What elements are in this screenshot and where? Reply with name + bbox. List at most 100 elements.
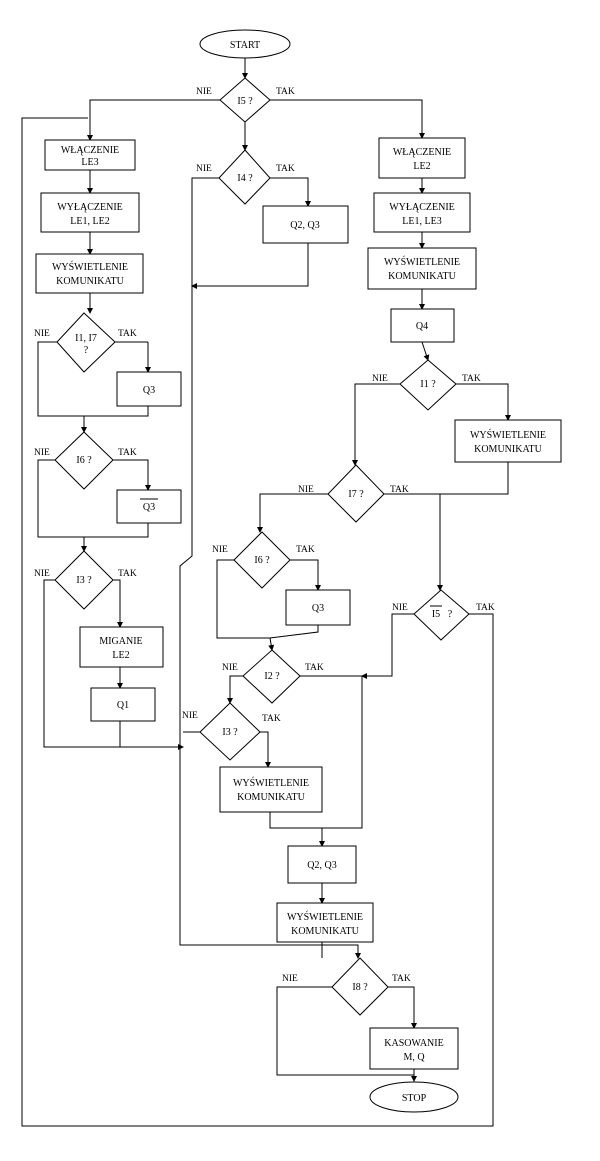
decision-i7: I7 ? NIE TAK [298,464,409,523]
svg-text:Q3: Q3 [143,385,155,396]
svg-text:LE2: LE2 [413,161,430,172]
decision-i6-mid: I6 ? NIE TAK [212,531,315,589]
process-wyswietlenie-bottom: WYŚWIETLENIE KOMUNIKATU [276,902,374,943]
svg-text:NIE: NIE [372,374,388,384]
decision-i4: I4 ? NIE TAK [196,149,295,205]
svg-text:LE1, LE2: LE1, LE2 [70,216,109,227]
svg-text:NIE: NIE [282,974,298,984]
decision-i6-left: I6 ? NIE TAK [34,431,137,490]
svg-text:WYŁĄCZENIE: WYŁĄCZENIE [389,202,455,213]
svg-text:Q2, Q3: Q2, Q3 [290,220,319,231]
process-miganie-le2: MIGANIE LE2 [79,626,164,668]
decision-i3-mid: I3 ? NIE TAK [182,702,281,761]
svg-text:NIE: NIE [34,569,50,579]
svg-text:NIE: NIE [196,164,212,174]
svg-text:I2 ?: I2 ? [264,671,280,682]
svg-text:NIE: NIE [34,448,50,458]
decision-i5-negated: I5 ? NIE TAK [392,589,495,641]
svg-text:I5: I5 [432,609,440,620]
svg-text:WYŚWIETLENIE: WYŚWIETLENIE [384,256,460,268]
process-wlaczenie-le3: WŁĄCZENIE LE3 [44,139,136,171]
process-wyswietlenie-right: WYŚWIETLENIE KOMUNIKATU [367,247,477,290]
svg-text:TAK: TAK [118,448,137,458]
svg-text:KASOWANIE: KASOWANIE [384,1038,443,1049]
svg-text:I3 ?: I3 ? [76,575,92,586]
process-wyswietlenie-mid: WYŚWIETLENIE KOMUNIKATU [219,766,323,813]
process-q2-q3-bottom: Q2, Q3 [287,845,357,884]
svg-text:NIE: NIE [222,663,238,673]
process-wlaczenie-le2: WŁĄCZENIE LE2 [378,137,466,179]
svg-text:TAK: TAK [305,663,324,673]
svg-text:Q2, Q3: Q2, Q3 [307,860,336,871]
svg-text:Q3: Q3 [312,603,324,614]
svg-text:NIE: NIE [182,711,198,721]
decision-i1-right: I1 ? NIE TAK [372,359,481,411]
svg-text:I5 ?: I5 ? [237,96,253,107]
svg-text:TAK: TAK [392,974,411,984]
process-q4: Q4 [390,308,455,343]
svg-text:WYŚWIETLENIE: WYŚWIETLENIE [470,429,546,441]
svg-text:I6 ?: I6 ? [76,455,92,466]
process-wylaczenie-le1-le2: WYŁĄCZENIE LE1, LE2 [40,192,140,233]
decision-i2: I2 ? NIE TAK [222,649,324,704]
connectors [21,58,511,1127]
svg-text:I8 ?: I8 ? [352,982,368,993]
terminal-start: START [199,29,291,59]
svg-text:TAK: TAK [276,164,295,174]
svg-text:Q1: Q1 [117,700,129,711]
process-wyswietlenie-left: WYŚWIETLENIE KOMUNIKATU [35,253,144,294]
svg-text:TAK: TAK [462,374,481,384]
svg-text:WYŁĄCZENIE: WYŁĄCZENIE [57,202,123,213]
svg-text:KOMUNIKATU: KOMUNIKATU [291,926,360,937]
svg-text:NIE: NIE [298,485,314,495]
svg-text:KOMUNIKATU: KOMUNIKATU [474,444,543,455]
svg-text:TAK: TAK [296,545,315,555]
svg-text:WYŚWIETLENIE: WYŚWIETLENIE [52,261,128,273]
svg-text:Q3: Q3 [143,502,155,513]
svg-text:WYŚWIETLENIE: WYŚWIETLENIE [233,777,309,789]
svg-text:NIE: NIE [34,329,50,339]
svg-text:KOMUNIKATU: KOMUNIKATU [388,271,457,282]
svg-text:TAK: TAK [262,714,281,724]
svg-text:I1, I7: I1, I7 [75,333,97,344]
svg-text:I7 ?: I7 ? [348,489,364,500]
stop-label: STOP [402,1093,427,1104]
svg-text:TAK: TAK [390,485,409,495]
svg-text:I6 ?: I6 ? [254,555,270,566]
start-label: START [230,40,260,51]
process-q3-negated: Q3 [116,489,182,524]
process-kasowanie: KASOWANIE M, Q [369,1027,459,1070]
decision-i5-top: I5 ? NIE TAK [196,77,295,123]
decision-i8: I8 ? NIE TAK [282,957,411,1016]
process-wyswietlenie-i1: WYŚWIETLENIE KOMUNIKATU [454,419,562,463]
decision-i1-i7: I1, I7 ? NIE TAK [34,312,137,373]
svg-text:MIGANIE: MIGANIE [99,636,142,647]
svg-text:I4 ?: I4 ? [237,173,253,184]
svg-text:LE2: LE2 [112,650,129,661]
svg-text:WYŚWIETLENIE: WYŚWIETLENIE [287,911,363,923]
yes-label: TAK [276,87,295,97]
svg-text:LE1, LE3: LE1, LE3 [402,216,441,227]
svg-text:TAK: TAK [118,329,137,339]
svg-text:WŁĄCZENIE: WŁĄCZENIE [61,145,119,156]
terminal-stop: STOP [369,1081,459,1113]
process-q3-mid: Q3 [285,589,351,626]
svg-text:?: ? [84,345,89,356]
process-q2-q3-top: Q2, Q3 [262,205,349,244]
svg-text:NIE: NIE [392,603,408,613]
decision-i3-left: I3 ? NIE TAK [34,550,137,610]
svg-text:TAK: TAK [118,569,137,579]
svg-text:Q4: Q4 [416,321,428,332]
svg-text:LE3: LE3 [81,157,98,168]
no-label: NIE [196,87,212,97]
svg-text:?: ? [448,609,453,620]
svg-text:KOMUNIKATU: KOMUNIKATU [237,792,306,803]
svg-text:KOMUNIKATU: KOMUNIKATU [56,276,125,287]
svg-text:WŁĄCZENIE: WŁĄCZENIE [393,147,451,158]
svg-text:NIE: NIE [212,545,228,555]
process-q1: Q1 [90,687,156,722]
process-q3-left: Q3 [116,371,182,407]
svg-text:I3 ?: I3 ? [222,727,238,738]
svg-text:TAK: TAK [476,603,495,613]
